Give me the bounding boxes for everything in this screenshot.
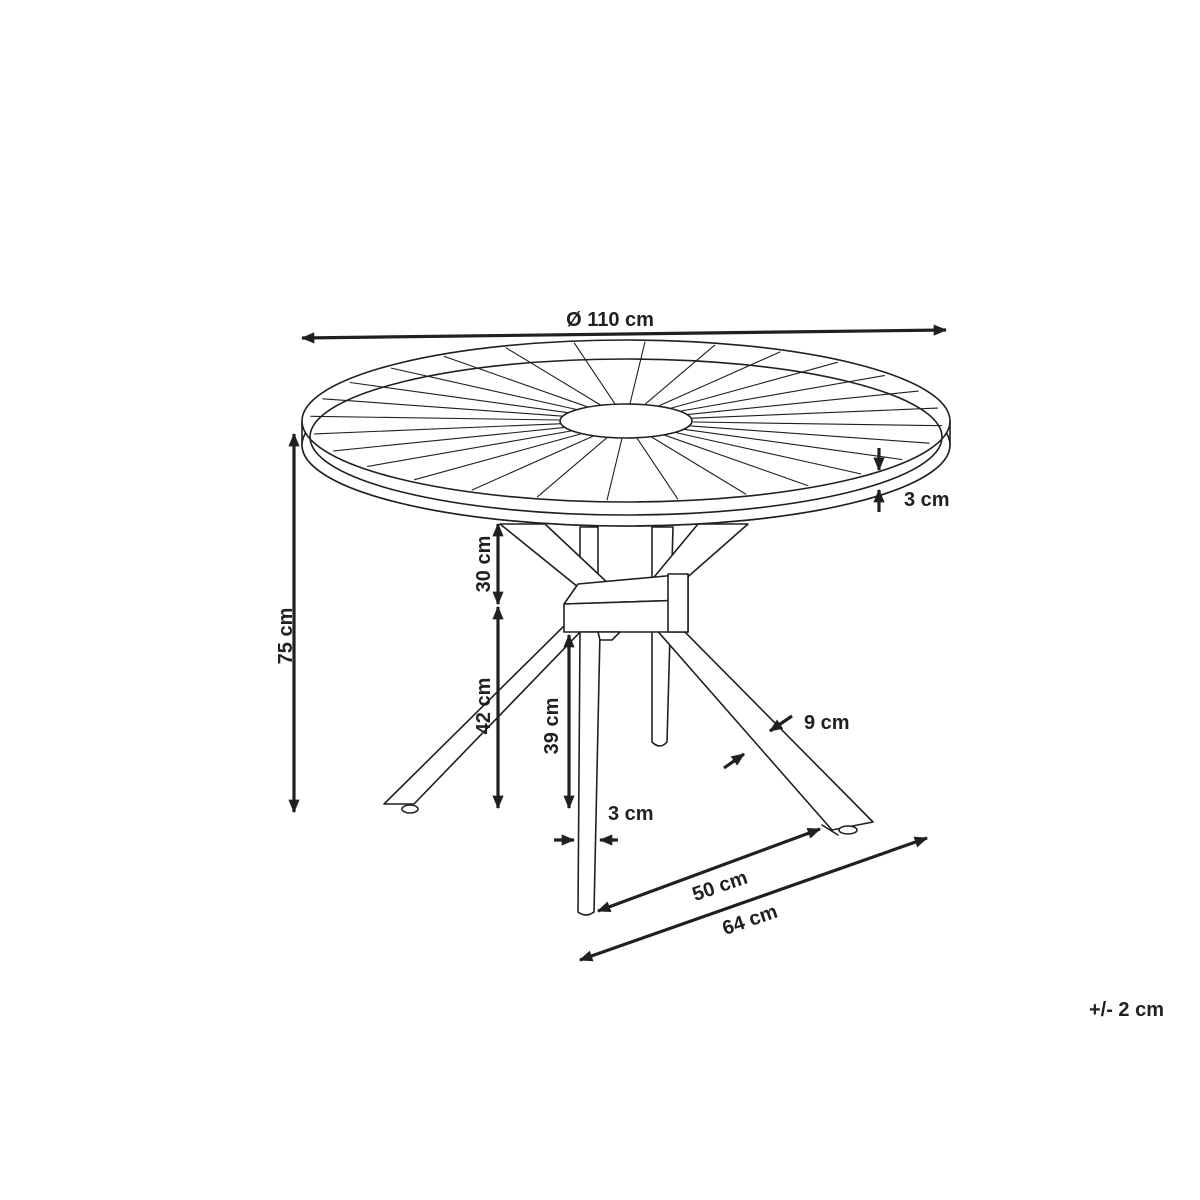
table-top-slat-line (505, 347, 602, 406)
table-top-slat-line (349, 381, 568, 414)
diameter-dimension-line (300, 324, 948, 344)
table-top-slat-line (536, 437, 608, 498)
table-top-slat-line (684, 428, 903, 461)
table-top-slat-line (680, 375, 885, 412)
table-top-slat-line (692, 421, 942, 427)
table-top-slat-line (670, 361, 838, 409)
table-top-slat-line (636, 437, 679, 500)
table-top-slat-line (606, 437, 623, 501)
table-top-slat-line (443, 355, 588, 408)
total-height-label: 75 cm (275, 608, 297, 665)
front-leg-joint (597, 631, 621, 641)
lower-segment-label: 42 cm (473, 678, 495, 735)
table-top-slat-line (629, 341, 646, 405)
table-top-slat-line (313, 423, 561, 435)
table-top-slat-line (390, 367, 577, 410)
outer-span-dimension-line (578, 836, 929, 962)
table-top-slat-line (690, 425, 930, 444)
right-foot-edge (821, 824, 839, 836)
leg-height-label: 39 cm (541, 698, 563, 755)
umbrella-hole-cap (559, 403, 693, 439)
diameter-label: Ø 110 cm (566, 309, 654, 331)
center-hub-side (667, 573, 689, 633)
upper-segment-label: 30 cm (473, 536, 495, 593)
table-top-slat-line (644, 344, 716, 405)
table-top-slat-line (414, 433, 582, 481)
top-thickness-label: 3 cm (904, 489, 950, 511)
table-base (383, 523, 874, 916)
table-top-slat-line (310, 415, 560, 421)
leg-front-width-label: 3 cm (608, 803, 654, 825)
table-top-slat-line (471, 435, 594, 491)
leg-side-width-arrow-upper (769, 714, 793, 733)
table-top-slat-line (658, 351, 781, 407)
table-top-slat-line (322, 398, 562, 417)
right-foot-glide (838, 825, 858, 835)
table-top (301, 339, 951, 527)
leg-side-width-label: 9 cm (804, 712, 850, 734)
table-top-slat-line (675, 432, 862, 475)
table-top-slats (310, 341, 942, 501)
leg-side-width-arrow-lower (723, 752, 745, 770)
front-leg (577, 631, 601, 916)
table-top-slat-line (664, 434, 809, 487)
tolerance-note: +/- 2 cm (1089, 999, 1164, 1021)
dimension-lines (288, 324, 948, 962)
table-top-slat-line (691, 407, 939, 419)
table-top-slat-line (573, 342, 616, 405)
table-top-slat-line (650, 436, 747, 495)
table-top-slat-line (687, 390, 919, 415)
table-top-bevel (309, 358, 943, 516)
left-foot-glide (401, 804, 419, 814)
table-top-slat-line (367, 430, 572, 467)
table-top-slat-line (333, 427, 565, 452)
